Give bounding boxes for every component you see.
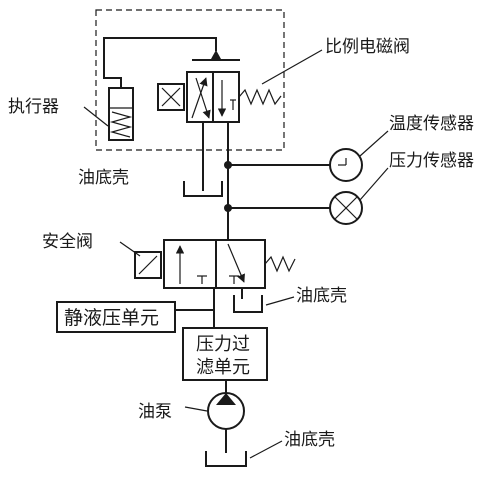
- pressure-filter-unit-label-line2: 滤单元: [196, 357, 250, 378]
- static-pressure-unit-box: [56, 301, 176, 333]
- temperature-sensor-label: 温度传感器: [389, 114, 474, 134]
- oil-pan-middle-label: 油底壳: [296, 286, 347, 306]
- oil-pan-upper: [183, 181, 223, 197]
- temperature-sensor-leader: [359, 130, 389, 157]
- pump-icon: [207, 392, 245, 430]
- oil-pump-leader: [184, 406, 208, 412]
- pressure-sensor-leader: [359, 167, 389, 201]
- oil-pan-lower-label: 油底壳: [284, 430, 335, 450]
- cross-circle-icon: [329, 191, 363, 225]
- oil-pan-middle: [233, 295, 263, 313]
- oil-pan-lower: [205, 451, 247, 467]
- pressure-filter-unit-label-line1: 压力过: [196, 334, 250, 355]
- oil-pump-label: 油泵: [138, 402, 172, 422]
- static-pressure-unit-label: 静液压单元: [64, 307, 159, 329]
- proportional-valve-leader: [261, 49, 323, 85]
- actuator-symbol: [103, 37, 217, 141]
- actuator-leader: [83, 106, 109, 127]
- safety-valve-label: 安全阀: [42, 232, 93, 252]
- actuator-label: 执行器: [8, 97, 59, 117]
- oil-pan-middle-leader: [265, 296, 295, 306]
- safety-valve-leader: [119, 241, 141, 257]
- pressure-filter-unit-box: [182, 327, 268, 381]
- oil-pan-upper-label: 油底壳: [78, 168, 129, 188]
- safety-valve-symbol: [134, 207, 296, 329]
- proportional-valve-symbol: [157, 50, 282, 211]
- pressure-sensor-label: 压力传感器: [389, 151, 474, 171]
- oil-pan-lower-leader: [249, 440, 283, 459]
- gauge-icon: [329, 148, 363, 182]
- module-boundary: [95, 9, 285, 151]
- proportional-valve-label: 比例电磁阀: [325, 37, 410, 57]
